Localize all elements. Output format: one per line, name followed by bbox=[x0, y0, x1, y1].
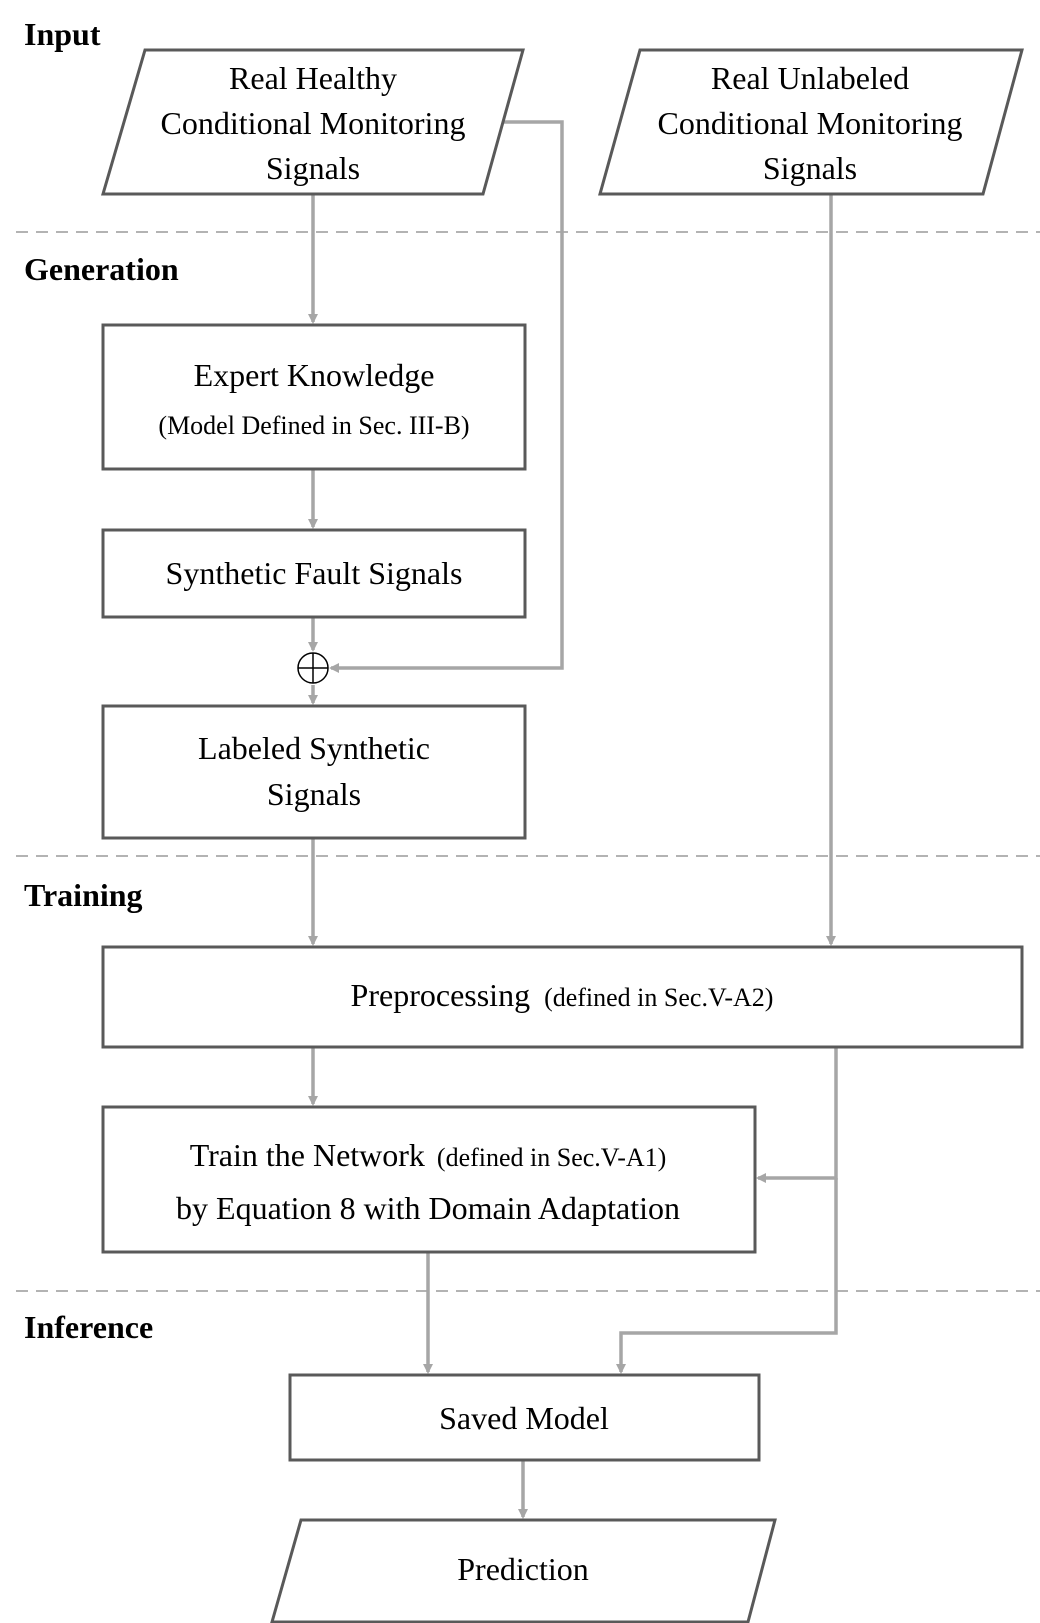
real-healthy-line1: Real Healthy bbox=[229, 60, 397, 96]
real-healthy-line2: Conditional Monitoring bbox=[161, 105, 466, 141]
train-network-line2: by Equation 8 with Domain Adaptation bbox=[176, 1190, 680, 1226]
edge-preprocessing-to-saved-model bbox=[616, 1178, 838, 1374]
node-train-network: Train the Network (defined in Sec.V-A1) b… bbox=[101, 1105, 757, 1254]
section-label-generation: Generation bbox=[24, 251, 179, 287]
node-real-unlabeled-signals: Real Unlabeled Conditional Monitoring Si… bbox=[598, 48, 1024, 196]
expert-knowledge-title: Expert Knowledge bbox=[194, 357, 435, 393]
node-saved-model: Saved Model bbox=[288, 1373, 761, 1462]
labeled-synthetic-line1: Labeled Synthetic bbox=[198, 730, 430, 766]
preprocessing-title: Preprocessing bbox=[351, 977, 531, 1013]
synthetic-fault-label: Synthetic Fault Signals bbox=[166, 555, 463, 591]
node-expert-knowledge: Expert Knowledge (Model Defined in Sec. … bbox=[101, 323, 527, 471]
section-label-training: Training bbox=[24, 877, 143, 913]
edge-preprocessing-to-train-side bbox=[756, 1047, 838, 1183]
node-synthetic-fault-signals: Synthetic Fault Signals bbox=[101, 528, 527, 619]
edge-healthy-to-combine bbox=[329, 120, 564, 673]
prediction-label: Prediction bbox=[457, 1551, 589, 1587]
saved-model-label: Saved Model bbox=[439, 1400, 609, 1436]
section-label-input: Input bbox=[24, 16, 101, 52]
real-unlabeled-line2: Conditional Monitoring bbox=[658, 105, 963, 141]
real-unlabeled-line1: Real Unlabeled bbox=[711, 60, 909, 96]
node-preprocessing: Preprocessing (defined in Sec.V-A2) bbox=[101, 945, 1024, 1049]
train-network-title: Train the Network bbox=[190, 1137, 425, 1173]
preprocessing-note: (defined in Sec.V-A2) bbox=[544, 983, 773, 1012]
combine-node bbox=[297, 652, 329, 684]
node-real-healthy-signals: Real Healthy Conditional Monitoring Sign… bbox=[101, 48, 525, 196]
node-labeled-synthetic-signals: Labeled Synthetic Signals bbox=[101, 704, 527, 840]
real-unlabeled-line3: Signals bbox=[763, 150, 857, 186]
real-healthy-line3: Signals bbox=[266, 150, 360, 186]
train-network-line1: Train the Network (defined in Sec.V-A1) bbox=[190, 1137, 667, 1173]
train-network-note: (defined in Sec.V-A1) bbox=[437, 1143, 666, 1172]
expert-knowledge-note: (Model Defined in Sec. III-B) bbox=[158, 411, 469, 440]
section-label-inference: Inference bbox=[24, 1309, 153, 1345]
node-prediction: Prediction bbox=[270, 1518, 777, 1623]
labeled-synthetic-line2: Signals bbox=[267, 776, 361, 812]
preprocessing-text: Preprocessing (defined in Sec.V-A2) bbox=[351, 977, 774, 1013]
